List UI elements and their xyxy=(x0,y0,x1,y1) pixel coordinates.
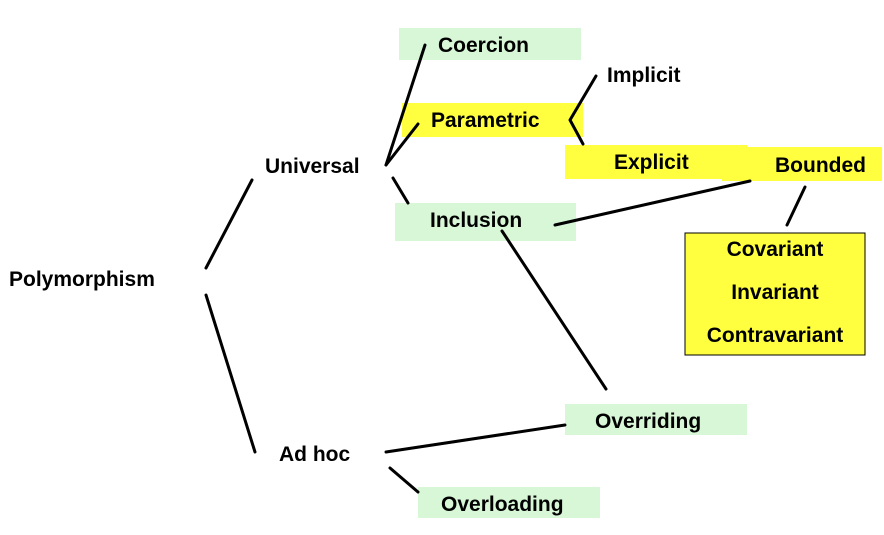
edge-polymorphism-adhoc xyxy=(204,293,257,454)
explicit-box xyxy=(565,145,747,179)
edge-parametric-implicit-explicit xyxy=(568,74,598,146)
coercion-box xyxy=(399,28,581,60)
edge-bounded-variance xyxy=(785,185,807,227)
node-universal: Universal xyxy=(265,155,360,178)
node-parametric: Parametric xyxy=(431,109,540,132)
parametric-box xyxy=(402,103,583,137)
node-overriding: Overriding xyxy=(595,410,701,433)
node-overloading: Overloading xyxy=(441,493,564,516)
node-covariant: Covariant xyxy=(727,238,824,261)
overriding-box xyxy=(565,404,747,435)
node-explicit: Explicit xyxy=(614,151,689,174)
node-invariant: Invariant xyxy=(731,281,819,304)
edge-universal-inclusion xyxy=(391,176,410,205)
edge-inclusion-bounded xyxy=(553,179,752,227)
edge-polymorphism-universal xyxy=(204,178,254,270)
edge-universal-coercion xyxy=(384,43,427,167)
node-bounded: Bounded xyxy=(775,154,866,177)
edge-adhoc-overloading xyxy=(388,466,420,494)
edge-inclusion-overriding xyxy=(500,229,608,391)
node-polymorphism: Polymorphism xyxy=(9,268,155,291)
node-coercion: Coercion xyxy=(438,34,529,57)
bounded-box xyxy=(722,147,882,181)
node-inclusion: Inclusion xyxy=(430,209,522,232)
overloading-box xyxy=(418,487,600,518)
edge-universal-parametric xyxy=(384,122,420,167)
node-ad-hoc: Ad hoc xyxy=(279,443,350,466)
edge-adhoc-overriding xyxy=(384,423,567,454)
variance-box xyxy=(684,232,866,356)
node-contravariant: Contravariant xyxy=(707,324,844,347)
inclusion-box xyxy=(395,203,576,241)
node-implicit: Implicit xyxy=(607,64,681,87)
